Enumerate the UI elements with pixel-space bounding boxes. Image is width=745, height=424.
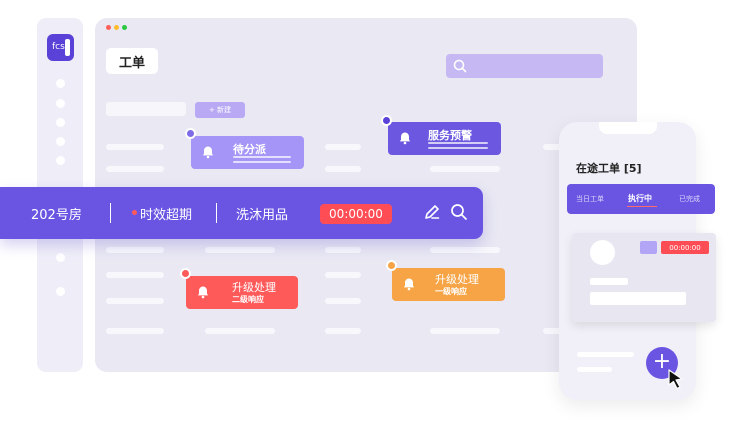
search-input[interactable] (446, 54, 603, 78)
pin-dot (180, 268, 191, 279)
card-line (233, 156, 291, 158)
table-line (543, 328, 563, 334)
room-label: 202号房 (31, 208, 82, 223)
table-line (430, 247, 500, 253)
table-line (325, 272, 361, 278)
filter-pill[interactable] (106, 102, 186, 116)
phone-tab-done[interactable]: 已完成 (679, 195, 700, 203)
table-line (106, 166, 164, 172)
timer-badge: 00:00:00 (661, 241, 709, 254)
active-tab-underline (627, 206, 657, 207)
timer-badge: 00:00:00 (320, 204, 392, 224)
table-line (106, 247, 164, 253)
table-line (205, 247, 275, 253)
table-line (325, 166, 361, 172)
phone-tab-today[interactable]: 当日工单 (576, 195, 604, 203)
card-title: 升级处理 (435, 273, 479, 286)
card-title: 升级处理 (232, 281, 276, 294)
window-close-dot[interactable] (106, 25, 111, 30)
search-icon (453, 59, 467, 73)
phone-tab-bar: 当日工单 执行中 已完成 (567, 184, 715, 214)
card-line (428, 147, 488, 149)
card-escalate-level1[interactable]: 升级处理 一级响应 (392, 268, 505, 301)
table-line (543, 144, 563, 150)
status-label: 时效超期 (140, 208, 193, 223)
tab-work-orders[interactable]: 工单 (106, 48, 158, 74)
table-line (430, 328, 500, 334)
table-line (325, 247, 361, 253)
divider (216, 203, 217, 223)
sidebar-item-4[interactable] (56, 137, 65, 146)
phone-line (577, 367, 612, 372)
text-line (590, 278, 628, 285)
pin-dot (386, 260, 397, 271)
pin-dot (185, 128, 196, 139)
edit-icon[interactable] (423, 203, 441, 221)
table-line (325, 298, 361, 304)
sidebar-item-2[interactable] (56, 99, 65, 108)
table-line (106, 328, 164, 334)
app-logo[interactable]: fcs (47, 34, 74, 61)
phone-tab-in-progress[interactable]: 执行中 (628, 194, 652, 203)
table-line (106, 144, 164, 150)
pin-dot (381, 115, 392, 126)
window-minimize-dot[interactable] (114, 25, 119, 30)
search-icon[interactable] (450, 203, 468, 221)
card-escalate-level2[interactable]: 升级处理 二级响应 (186, 276, 298, 309)
bell-icon (197, 286, 209, 299)
logo-mark (65, 39, 70, 56)
logo-text: fcs (52, 42, 65, 52)
table-line (106, 298, 164, 304)
card-warning[interactable]: 服务预警 (388, 122, 501, 155)
card-pending[interactable]: 待分派 (191, 136, 304, 169)
phone-notch (599, 122, 657, 134)
card-subtitle: 二级响应 (232, 295, 264, 304)
card-line (233, 161, 291, 163)
sidebar-item-1[interactable] (56, 79, 65, 88)
card-title: 待分派 (233, 143, 266, 156)
ticket-bar[interactable]: 202号房 时效超期 洗沐用品 00:00:00 (0, 187, 483, 239)
bell-icon (403, 278, 415, 291)
table-line (106, 272, 164, 278)
status-dot (132, 210, 137, 215)
card-line (428, 142, 488, 144)
item-label: 洗沐用品 (236, 208, 289, 223)
card-title: 服务预警 (428, 129, 472, 142)
sidebar-item-5[interactable] (56, 156, 65, 165)
sidebar-item-6[interactable] (56, 253, 65, 262)
phone-title: 在途工单 [5] (576, 162, 642, 175)
card-subtitle: 一级响应 (435, 287, 467, 296)
text-line (590, 292, 686, 305)
table-line (205, 328, 275, 334)
table-line (325, 328, 361, 334)
plus-icon: + (652, 349, 672, 374)
window-maximize-dot[interactable] (122, 25, 127, 30)
avatar (590, 240, 615, 265)
tag-badge (640, 241, 657, 254)
sidebar-item-3[interactable] (56, 118, 65, 127)
sidebar-item-7[interactable] (56, 287, 65, 296)
phone-line (577, 352, 634, 357)
bell-icon (202, 146, 214, 159)
cursor-arrow-icon (668, 369, 683, 390)
bell-icon (399, 132, 411, 145)
table-line (325, 144, 361, 150)
phone-ticket-card[interactable]: 00:00:00 (572, 233, 716, 322)
table-line (430, 166, 500, 172)
divider (110, 203, 111, 223)
new-ticket-button[interactable]: + 新建 (195, 102, 245, 118)
